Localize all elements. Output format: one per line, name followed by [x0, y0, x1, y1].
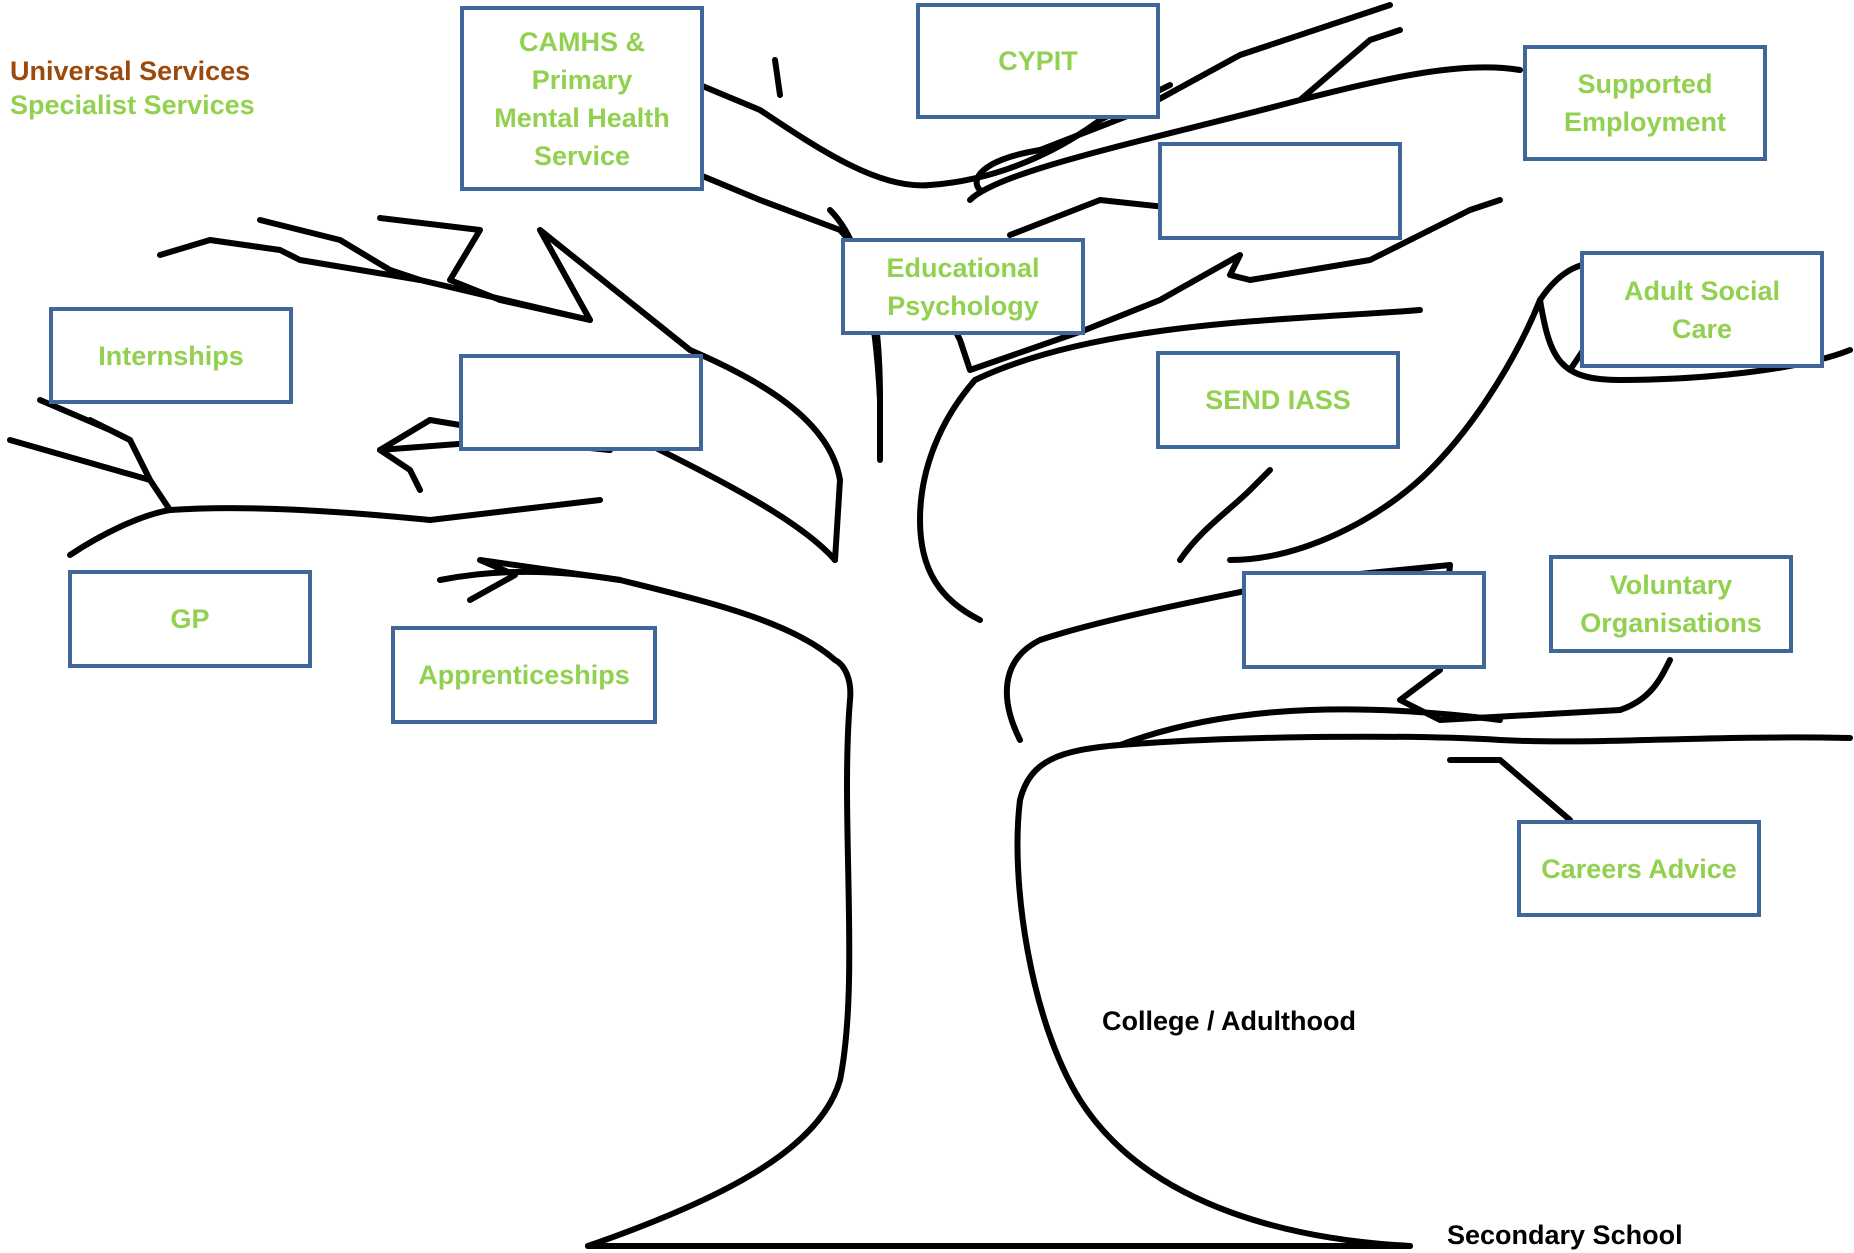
box-supported-employment: Supported Employment: [1523, 45, 1767, 161]
box-send-iass: SEND IASS: [1156, 351, 1400, 449]
box-voluntary-organisations: Voluntary Organisations: [1549, 555, 1793, 653]
box-careers-advice: Careers Advice: [1517, 820, 1761, 917]
legend-specialist-services: Specialist Services: [10, 90, 255, 120]
box-blank-top-right: [1158, 142, 1402, 240]
trunk-right: [1014, 733, 1853, 1249]
label-college-adulthood: College / Adulthood: [1102, 1006, 1356, 1036]
box-gp: GP: [68, 570, 312, 668]
branch-far-left: [67, 505, 433, 558]
box-cypit: CYPIT: [916, 3, 1160, 119]
branch-lower-left: [467, 557, 623, 603]
box-blank-middle-left: [459, 354, 703, 451]
label-secondary-school: Secondary School: [1447, 1220, 1683, 1250]
box-educational-psychology: Educational Psychology: [841, 238, 1085, 335]
box-camhs: CAMHS & Primary Mental Health Service: [460, 6, 704, 191]
box-internships: Internships: [49, 307, 293, 404]
legend-universal-services: Universal Services: [10, 56, 251, 86]
box-adult-social-care: Adult Social Care: [1580, 251, 1824, 368]
box-blank-lower-right: [1242, 571, 1486, 669]
box-apprenticeships: Apprenticeships: [391, 626, 657, 724]
